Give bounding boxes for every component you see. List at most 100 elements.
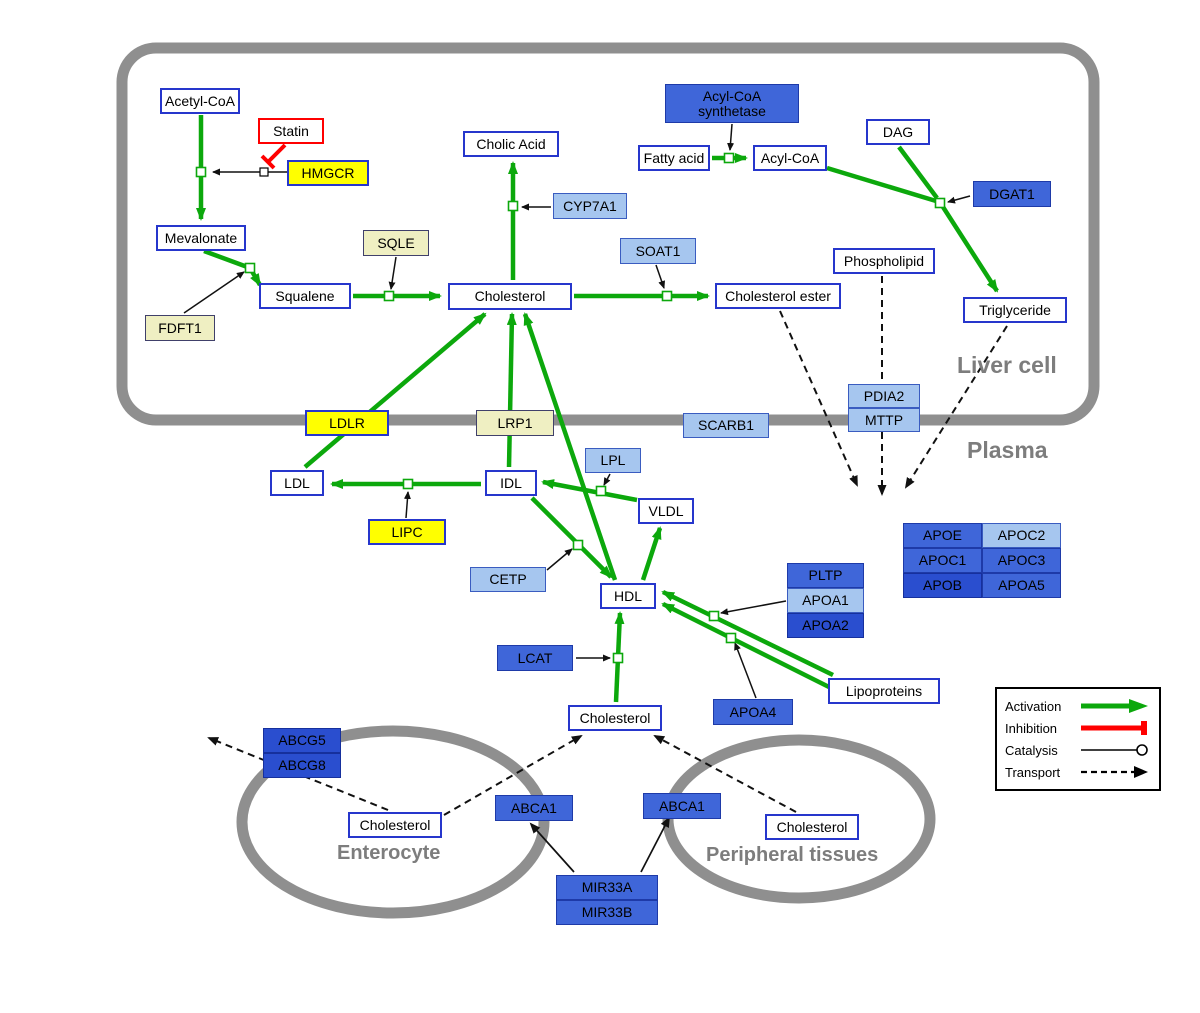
enterocyte-label: Enterocyte xyxy=(337,842,441,864)
enterocyte-membrane xyxy=(236,725,550,919)
lipc-node[interactable]: LIPC xyxy=(368,519,446,545)
acyl-coa-synthetase-node[interactable]: Acyl-CoA synthetase xyxy=(665,84,799,123)
squalene-node[interactable]: Squalene xyxy=(259,283,351,309)
apoa4-node[interactable]: APOA4 xyxy=(713,699,793,725)
dag-node[interactable]: DAG xyxy=(866,119,930,145)
acyl-coa-node[interactable]: Acyl-CoA xyxy=(753,145,827,171)
statin-node[interactable]: Statin xyxy=(258,118,324,144)
apoc2-node[interactable]: APOC2 xyxy=(982,523,1061,548)
legend-catalysis-label: Catalysis xyxy=(1005,742,1058,758)
edge-dgat1node-triglyceride xyxy=(941,205,999,293)
pltp-node[interactable]: PLTP xyxy=(787,563,864,588)
inhibition-tbar-icon xyxy=(1081,721,1147,735)
transport-dashed-arrow-icon xyxy=(1081,766,1148,778)
legend-row-activation: Activation xyxy=(1005,695,1151,717)
edge-enterocyte-cholesterol-plasma xyxy=(443,735,583,816)
cholesterol-liver-node[interactable]: Cholesterol xyxy=(448,283,572,310)
edge-ldl-cholesterol-via-ldlr xyxy=(303,312,487,469)
scarb1-node[interactable]: SCARB1 xyxy=(683,413,769,438)
cat-apoa1 xyxy=(720,600,787,616)
phospholipid-node[interactable]: Phospholipid xyxy=(833,248,935,274)
lcat-node[interactable]: LCAT xyxy=(497,645,573,671)
cetp-node[interactable]: CETP xyxy=(470,567,546,592)
statin-inhibition-line xyxy=(266,143,287,164)
cholesterol-peripheral-node[interactable]: Cholesterol xyxy=(765,814,859,840)
cat-lipc xyxy=(403,491,411,519)
ldl-node[interactable]: LDL xyxy=(270,470,324,496)
soat1-node[interactable]: SOAT1 xyxy=(620,238,696,264)
edge-triglyceride-plasma xyxy=(904,325,1008,489)
apob-node[interactable]: APOB xyxy=(903,573,982,598)
statin-inhibition-tbar xyxy=(260,154,276,170)
pdia2-node[interactable]: PDIA2 xyxy=(848,384,920,408)
cat-apoa4 xyxy=(734,642,757,699)
edge-hdl-vldl xyxy=(640,526,663,581)
abcg8-node[interactable]: ABCG8 xyxy=(263,753,341,778)
hdl-node[interactable]: HDL xyxy=(600,583,656,609)
apoa5-node[interactable]: APOA5 xyxy=(982,573,1061,598)
edge-mir33-abca1-left xyxy=(529,822,575,873)
cat-acylcoa-synthetase xyxy=(727,123,735,151)
cyp7a1-node[interactable]: CYP7A1 xyxy=(553,193,627,219)
lpl-node[interactable]: LPL xyxy=(585,448,641,473)
legend-row-inhibition: Inhibition xyxy=(1005,717,1151,739)
abca1-enterocyte-node[interactable]: ABCA1 xyxy=(495,795,573,821)
abca1-peripheral-node[interactable]: ABCA1 xyxy=(643,793,721,819)
dgat1-node[interactable]: DGAT1 xyxy=(973,181,1051,207)
activation-edges xyxy=(196,115,999,703)
mttp-node[interactable]: MTTP xyxy=(848,408,920,432)
triglyceride-node[interactable]: Triglyceride xyxy=(963,297,1067,323)
cholesterol-plasma-node[interactable]: Cholesterol xyxy=(568,705,662,731)
lipoproteins-node[interactable]: Lipoproteins xyxy=(828,678,940,704)
legend-activation-label: Activation xyxy=(1005,698,1062,714)
lrp1-node[interactable]: LRP1 xyxy=(476,410,554,436)
legend-transport-label: Transport xyxy=(1005,764,1061,780)
cat-cetp xyxy=(546,548,573,571)
cat-soat1 xyxy=(655,264,666,289)
apoc3-node[interactable]: APOC3 xyxy=(982,548,1061,573)
apoe-node[interactable]: APOE xyxy=(903,523,982,548)
idl-node[interactable]: IDL xyxy=(485,470,537,496)
edge-cholesterolester-plasma xyxy=(779,310,858,487)
apoa1-node[interactable]: APOA1 xyxy=(787,588,864,613)
mevalonate-node[interactable]: Mevalonate xyxy=(156,225,246,251)
edge-peripheral-cholesterol-plasma xyxy=(653,735,797,813)
edge-lipoproteins-hdl-2 xyxy=(661,589,834,678)
ldlr-node[interactable]: LDLR xyxy=(305,410,389,436)
plasma-label: Plasma xyxy=(967,437,1048,463)
edge-vldl-idl xyxy=(541,479,638,503)
acetyl-coa-node[interactable]: Acetyl-CoA xyxy=(160,88,240,114)
cholesterol-enterocyte-node[interactable]: Cholesterol xyxy=(348,812,442,838)
liver-cell-label: Liver cell xyxy=(957,352,1057,378)
legend-inhibition-label: Inhibition xyxy=(1005,720,1058,736)
cat-fdft1 xyxy=(183,271,245,314)
abcg5-node[interactable]: ABCG5 xyxy=(263,728,341,753)
apoc1-node[interactable]: APOC1 xyxy=(903,548,982,573)
edge-lipoproteins-hdl-1 xyxy=(661,601,835,692)
catalysis-edges xyxy=(183,123,971,699)
inhibition-edge-statin xyxy=(260,143,287,170)
edge-dag-dgat1node xyxy=(897,145,939,200)
cholic-acid-node[interactable]: Cholic Acid xyxy=(463,131,559,157)
cat-sqle xyxy=(388,256,397,290)
fdft1-node[interactable]: FDFT1 xyxy=(145,315,215,341)
mir33b-node[interactable]: MIR33B xyxy=(556,900,658,925)
catalysis-circle-icon xyxy=(1081,744,1148,756)
mir33a-node[interactable]: MIR33A xyxy=(556,875,658,900)
legend: Activation Inhibition Catalysis Transpor… xyxy=(995,687,1161,791)
apoa2-node[interactable]: APOA2 xyxy=(787,613,864,638)
fatty-acid-node[interactable]: Fatty acid xyxy=(638,145,710,171)
reaction-nodes xyxy=(195,152,946,664)
cholesterol-ester-node[interactable]: Cholesterol ester xyxy=(715,283,841,309)
vldl-node[interactable]: VLDL xyxy=(638,498,694,524)
sqle-node[interactable]: SQLE xyxy=(363,230,429,256)
liver-cell-membrane xyxy=(116,42,1100,426)
edge-hdl-cholesterol xyxy=(522,312,618,581)
legend-row-transport: Transport xyxy=(1005,761,1151,783)
legend-row-catalysis: Catalysis xyxy=(1005,739,1151,761)
catalysis-junction-square xyxy=(259,167,269,177)
cat-lpl xyxy=(603,473,611,486)
hmgcr-node[interactable]: HMGCR xyxy=(287,160,369,186)
